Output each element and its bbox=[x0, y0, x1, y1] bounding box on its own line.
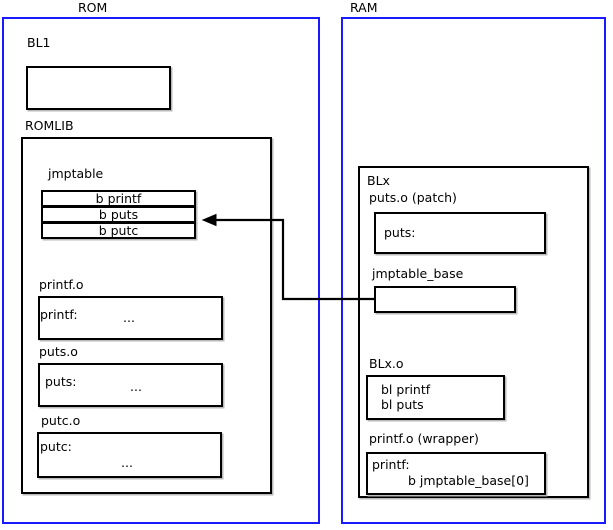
jmptable-base-box bbox=[374, 286, 516, 313]
blx-patch-caption: puts.o (patch) bbox=[369, 190, 457, 205]
romlib-object-puts-caption: puts.o bbox=[39, 344, 78, 359]
romlib-object-puts-body: ... bbox=[130, 379, 142, 394]
romlib-object-printf-box bbox=[38, 296, 223, 340]
jmptable-base-caption: jmptable_base bbox=[372, 266, 464, 281]
printf-wrapper-caption: printf.o (wrapper) bbox=[369, 431, 479, 446]
jmptable-entry-2-label: b putc bbox=[98, 223, 139, 238]
romlib-object-printf-symbol: printf: bbox=[40, 307, 78, 322]
romlib-object-printf-body: ... bbox=[123, 310, 135, 325]
romlib-object-putc-symbol: putc: bbox=[40, 439, 72, 454]
romlib-object-putc-box bbox=[37, 432, 222, 478]
blx-caption: BLx bbox=[367, 173, 390, 188]
jmptable-entry-1-label: b puts bbox=[98, 207, 139, 222]
printf-wrapper-symbol: printf: bbox=[372, 457, 410, 472]
bl1-caption: BL1 bbox=[27, 35, 51, 50]
jmptable-caption: jmptable bbox=[48, 166, 104, 181]
romlib-object-putc-caption: putc.o bbox=[41, 413, 81, 428]
printf-wrapper-box bbox=[366, 452, 546, 495]
romlib-caption: ROMLIB bbox=[25, 118, 74, 133]
jmptable-entry-0-label: b printf bbox=[95, 191, 142, 206]
blx-patch-box bbox=[374, 212, 546, 254]
romlib-object-puts-box bbox=[38, 363, 223, 407]
blx-o-box bbox=[366, 375, 505, 420]
bl1-box bbox=[26, 66, 171, 110]
region-label-rom: ROM bbox=[78, 0, 108, 15]
romlib-object-printf-caption: printf.o bbox=[39, 277, 84, 292]
jmptable-entry-2 bbox=[41, 222, 196, 239]
blx-o-line2: bl puts bbox=[381, 397, 424, 412]
blx-o-line1: bl printf bbox=[381, 382, 431, 397]
blx-patch-symbol: puts: bbox=[384, 225, 416, 240]
printf-wrapper-branch: b jmptable_base[0] bbox=[408, 473, 529, 488]
region-label-ram: RAM bbox=[350, 0, 378, 15]
romlib-object-puts-symbol: puts: bbox=[45, 374, 77, 389]
romlib-object-putc-body: ... bbox=[121, 455, 133, 470]
blx-o-caption: BLx.o bbox=[369, 356, 404, 371]
